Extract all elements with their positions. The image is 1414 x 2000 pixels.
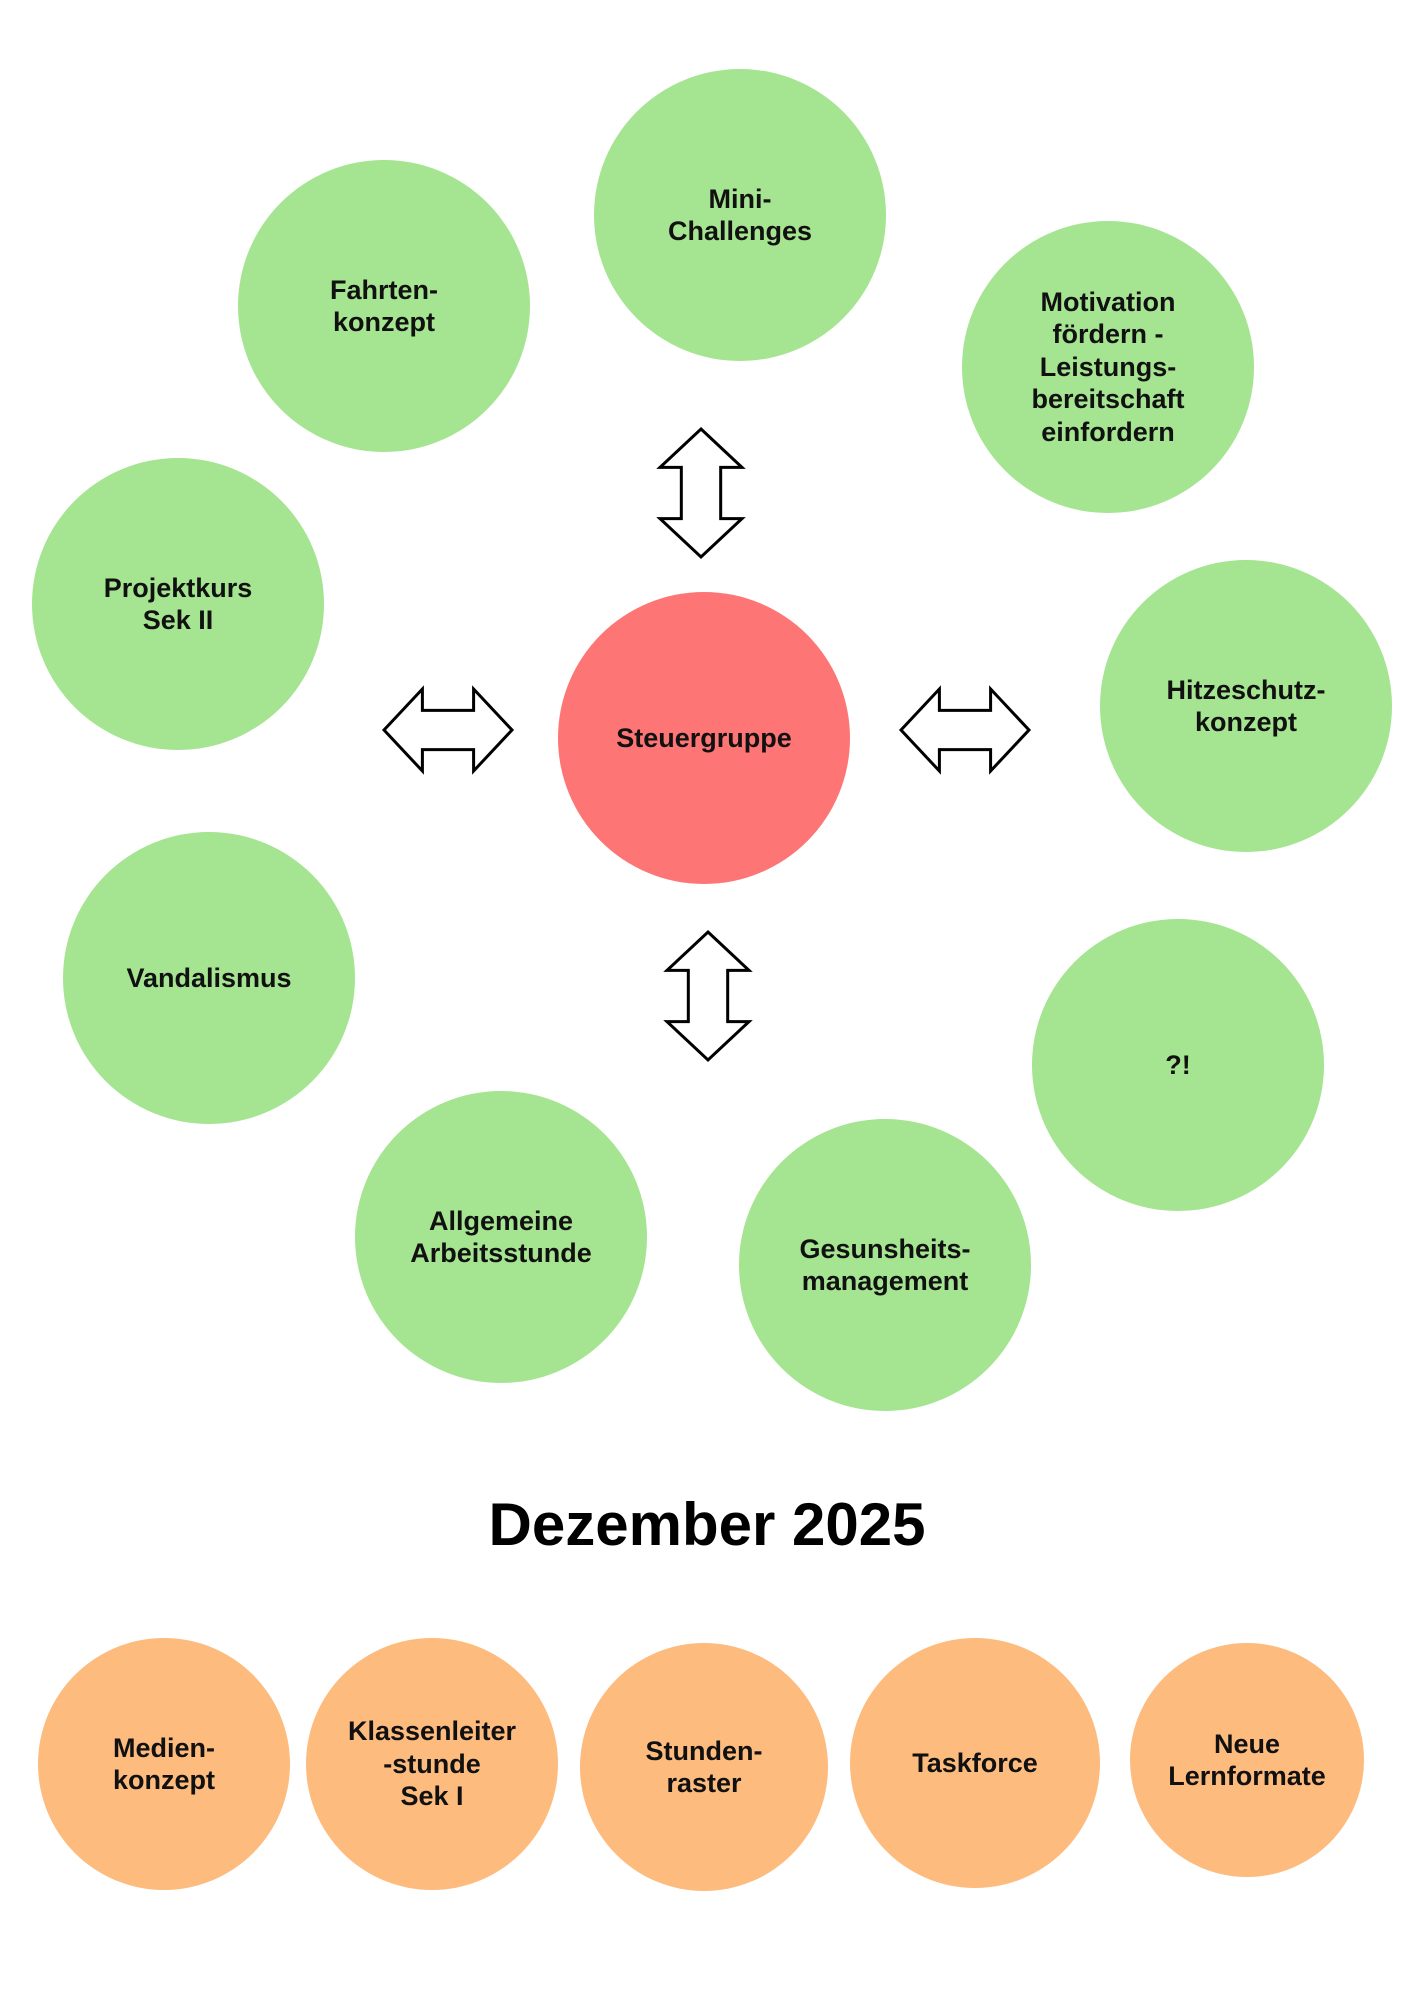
arrow-up-down-bottom xyxy=(663,929,753,1063)
node-projektkurs: Projektkurs Sek II xyxy=(32,458,324,750)
node-vandalismus: Vandalismus xyxy=(63,832,355,1124)
node-gesundheitsmanagement: Gesunsheits- management xyxy=(739,1119,1031,1411)
center-node-steuergruppe: Steuergruppe xyxy=(558,592,850,884)
node-label: Fahrten- konzept xyxy=(330,274,438,337)
node-label: Gesunsheits- management xyxy=(799,1233,971,1296)
december-node-medienkonzept: Medien- konzept xyxy=(38,1638,290,1890)
december-node-neue-lernformate: Neue Lernformate xyxy=(1130,1643,1364,1877)
node-label: Projektkurs Sek II xyxy=(103,572,253,635)
node-label: Motivation fördern - Leistungs- bereitsc… xyxy=(1031,287,1185,447)
december-node-label: Stunden- raster xyxy=(645,1735,763,1798)
december-node-label: Neue Lernformate xyxy=(1168,1728,1326,1791)
arrow-left-right-right xyxy=(898,685,1032,775)
section-heading: Dezember 2025 xyxy=(488,1491,926,1558)
node-label: Vandalismus xyxy=(126,962,292,993)
node-label: Allgemeine Arbeitsstunde xyxy=(410,1205,592,1268)
node-question: ?! xyxy=(1032,919,1324,1211)
december-node-klassenleiterstunde: Klassenleiter -stunde Sek I xyxy=(306,1638,558,1890)
center-node-label: Steuergruppe xyxy=(616,722,792,753)
node-allgemeine-arbeitsstunde: Allgemeine Arbeitsstunde xyxy=(355,1091,647,1383)
node-mini-challenges: Mini- Challenges xyxy=(594,69,886,361)
december-node-label: Taskforce xyxy=(912,1747,1038,1778)
node-label: Mini- Challenges xyxy=(667,183,813,246)
arrow-left-right-left xyxy=(381,685,515,775)
node-label: Hitzeschutz- konzept xyxy=(1166,674,1326,737)
node-label: ?! xyxy=(1165,1049,1191,1080)
december-node-label: Medien- konzept xyxy=(112,1732,215,1795)
node-fahrtenkonzept: Fahrten- konzept xyxy=(238,160,530,452)
december-node-label: Klassenleiter -stunde Sek I xyxy=(347,1716,517,1812)
node-hitzeschutzkonzept: Hitzeschutz- konzept xyxy=(1100,560,1392,852)
node-motivation: Motivation fördern - Leistungs- bereitsc… xyxy=(962,221,1254,513)
december-node-taskforce: Taskforce xyxy=(850,1638,1100,1888)
december-node-stundenraster: Stunden- raster xyxy=(580,1643,828,1891)
arrow-up-down-top xyxy=(656,426,746,560)
